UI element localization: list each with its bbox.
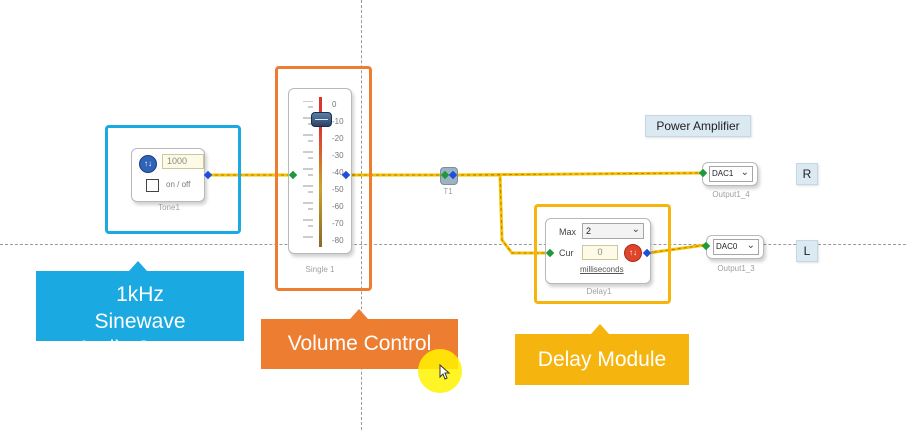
output-l-name: Output1_3	[717, 264, 755, 273]
output-r-select[interactable]: DAC1 ⌄	[709, 166, 753, 182]
delay-block[interactable]: Max 2 ⌄ Cur 0 ↑↓ milliseconds	[545, 218, 651, 284]
frequency-knob-icon[interactable]: ↑↓	[139, 155, 157, 173]
junction-name: T1	[443, 187, 453, 196]
output-l-select[interactable]: DAC0 ⌄	[713, 239, 759, 255]
scale-label: 0	[332, 100, 337, 109]
scale-label: -40	[332, 168, 344, 177]
channel-r-label: R	[796, 163, 818, 185]
volume-slider-track	[319, 97, 322, 247]
cur-input[interactable]: 0	[582, 245, 618, 260]
volume-scale: 0 -10 -20 -30 -40 -50 -60 -70 -80	[332, 96, 350, 249]
delay-callout: Delay Module	[515, 334, 689, 385]
output-l-block[interactable]: DAC0 ⌄	[706, 235, 764, 259]
volume-slider-thumb[interactable]	[311, 112, 332, 127]
tone-block-name: Tone1	[158, 203, 180, 212]
output-r-block[interactable]: DAC1 ⌄	[702, 162, 758, 186]
vertical-guide-line	[361, 0, 362, 430]
power-amplifier-label: Power Amplifier	[645, 115, 751, 137]
units-link[interactable]: milliseconds	[580, 265, 624, 274]
volume-slider-ticks	[303, 101, 313, 238]
audio-source-highlight	[105, 125, 241, 234]
volume-highlight	[275, 66, 372, 291]
scale-label: -70	[332, 219, 344, 228]
chevron-down-icon: ⌄	[631, 224, 640, 235]
delay-knob-icon[interactable]: ↑↓	[624, 244, 642, 262]
max-select-value: 2	[586, 226, 592, 236]
scale-label: -30	[332, 151, 344, 160]
tone-block[interactable]: ↑↓ 1000 on / off	[131, 148, 205, 202]
volume-block[interactable]: 0 -10 -20 -30 -40 -50 -60 -70 -80	[288, 88, 352, 254]
delay-block-name: Delay1	[586, 287, 612, 296]
on-off-label: on / off	[166, 180, 191, 189]
chevron-down-icon: ⌄	[740, 167, 749, 178]
audio-source-callout: 1kHz Sinewave Audio Source	[36, 271, 244, 360]
frequency-input[interactable]: 1000	[162, 154, 204, 169]
wire-delay-to-output-l	[647, 243, 706, 255]
on-off-checkbox[interactable]	[146, 179, 159, 192]
chevron-down-icon: ⌄	[746, 240, 755, 251]
output-r-name: Output1_4	[712, 190, 750, 199]
scale-label: -10	[332, 117, 344, 126]
max-select[interactable]: 2 ⌄	[582, 223, 644, 239]
output-l-select-value: DAC0	[716, 242, 738, 251]
volume-callout-pointer	[350, 309, 368, 319]
scale-label: -50	[332, 185, 344, 194]
audio-source-callout-pointer	[129, 261, 147, 271]
mouse-cursor-icon	[439, 364, 451, 380]
scale-label: -60	[332, 202, 344, 211]
max-label: Max	[559, 227, 577, 237]
volume-block-name: Single 1	[305, 265, 335, 274]
delay-callout-pointer	[591, 324, 609, 334]
scale-label: -80	[332, 236, 344, 245]
cur-label: Cur	[559, 248, 574, 258]
scale-label: -20	[332, 134, 344, 143]
channel-l-label: L	[796, 240, 818, 262]
delay-highlight	[534, 204, 671, 304]
horizontal-guide-line	[0, 244, 906, 245]
output-r-select-value: DAC1	[712, 169, 734, 178]
